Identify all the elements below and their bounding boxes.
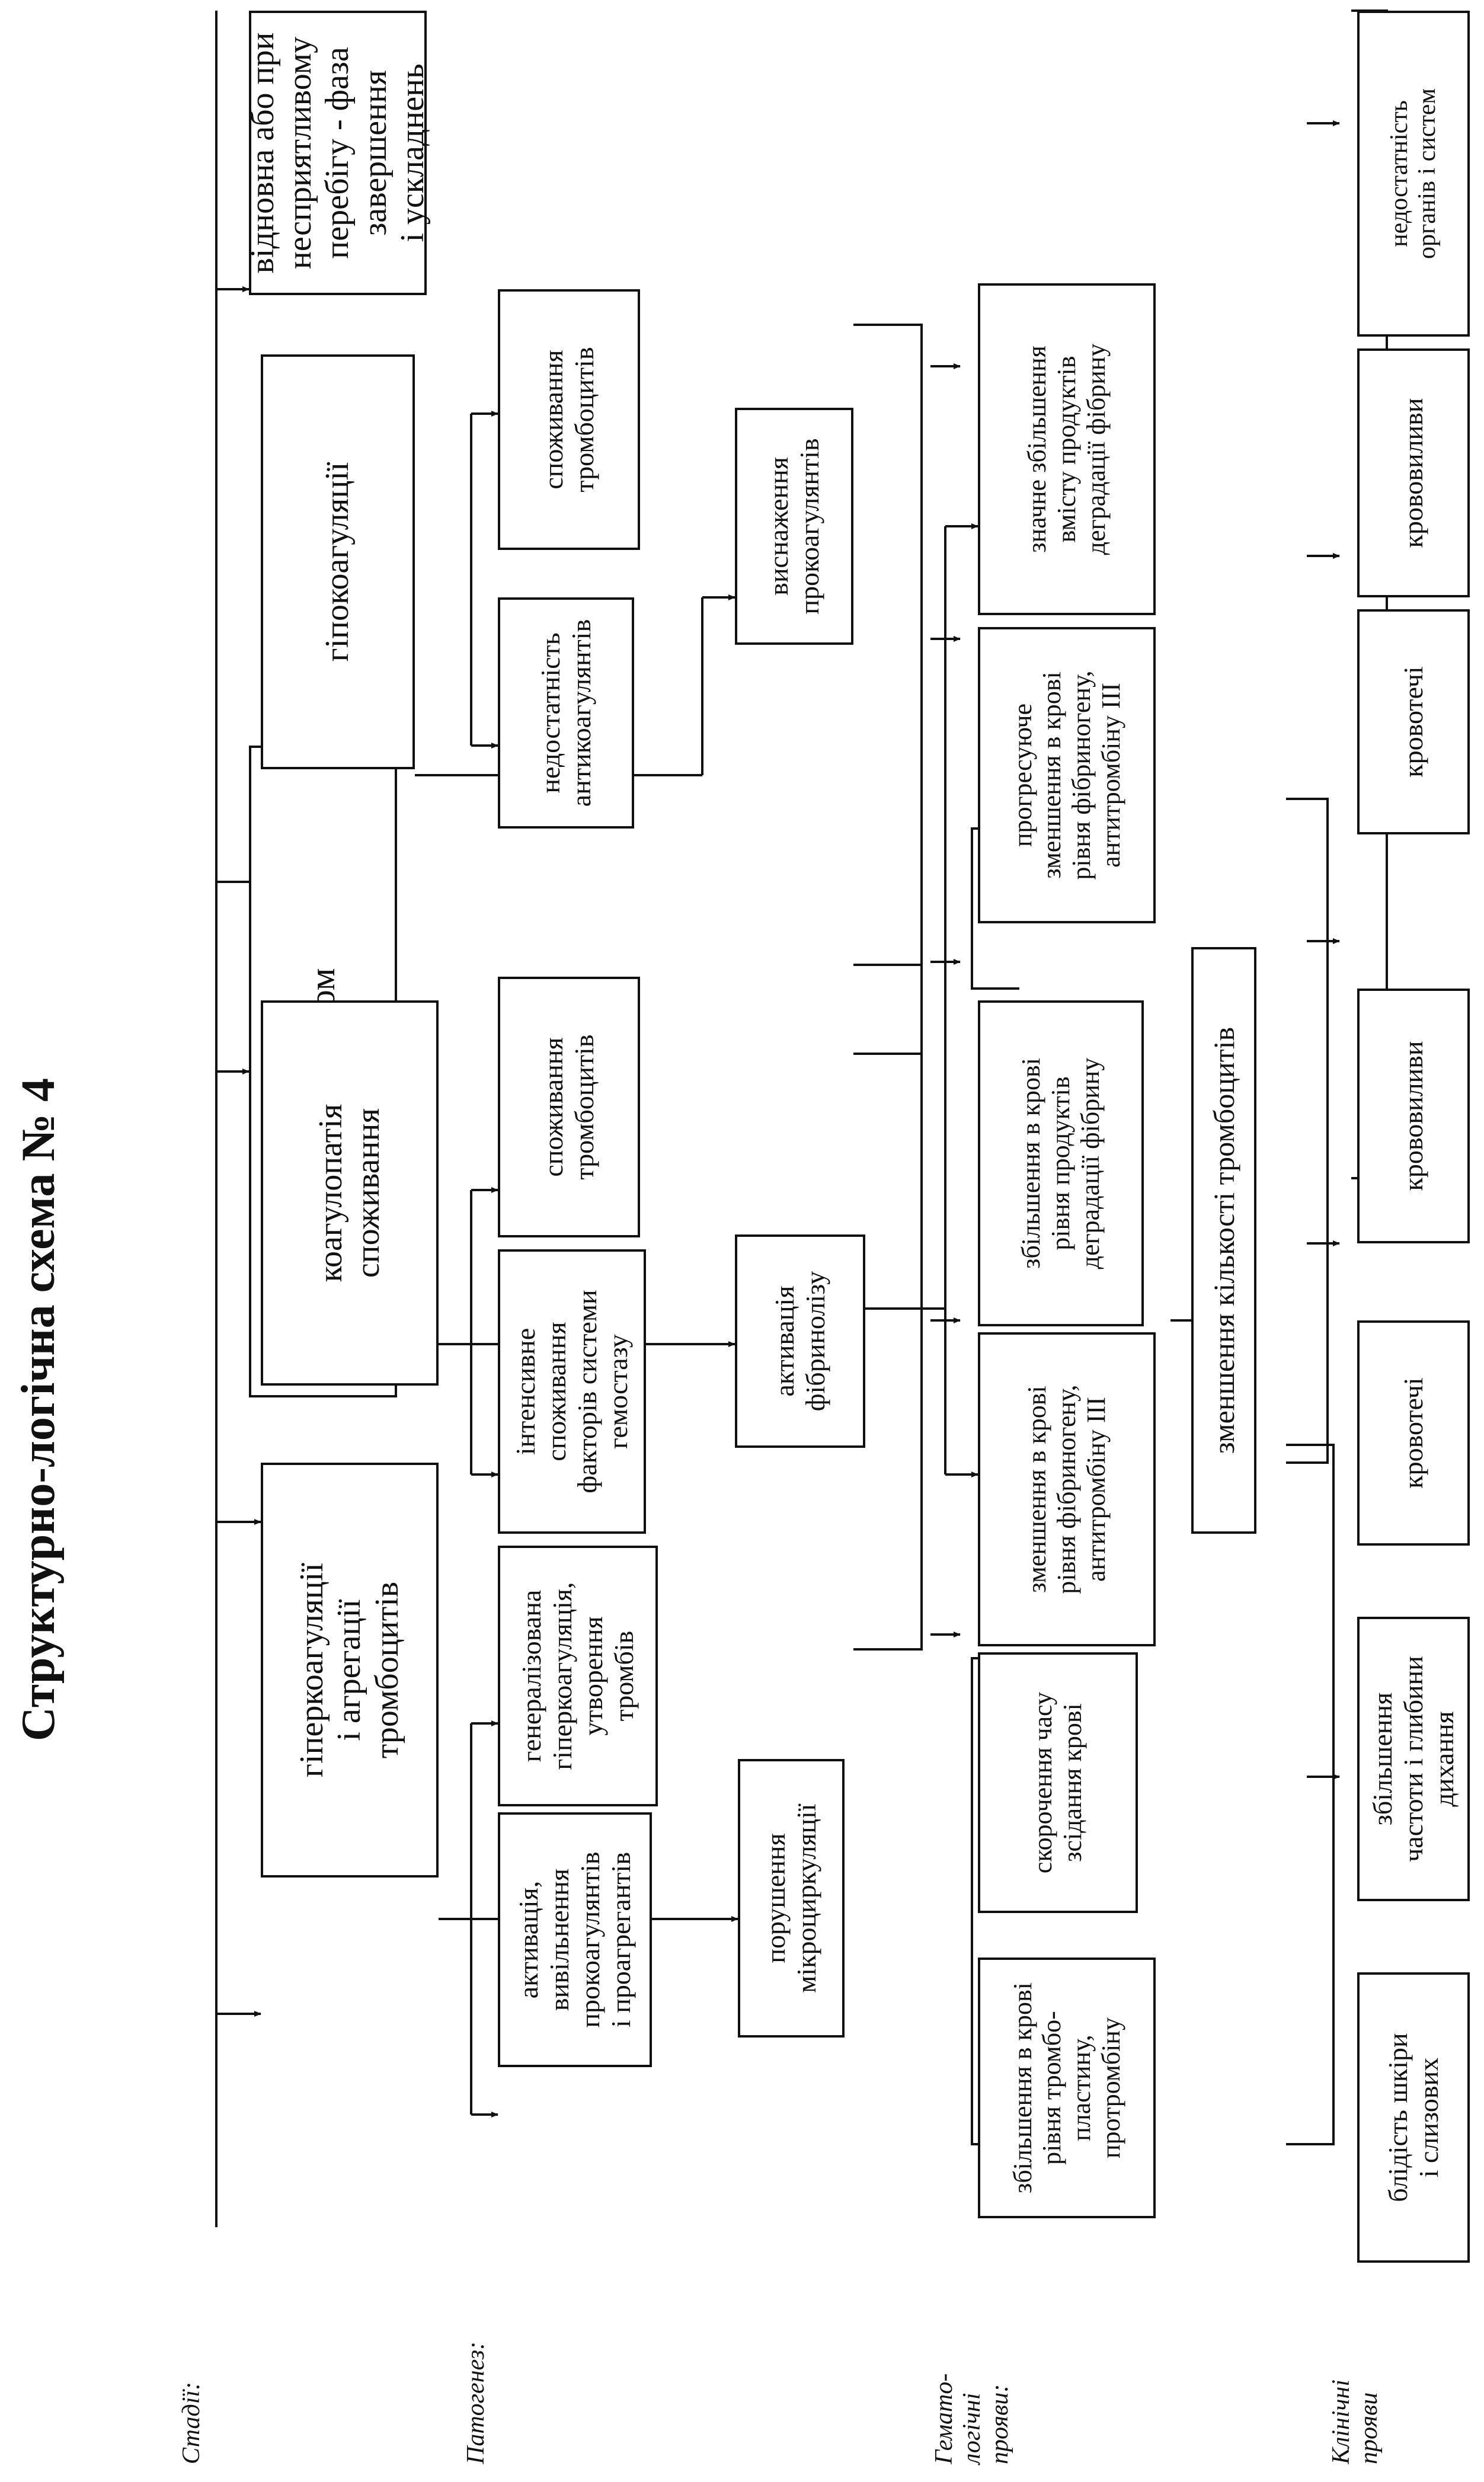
stage-consumption: коагулопатія споживання [261,1000,439,1386]
clinical-hemorrhage-2: крововиливи [1357,348,1470,597]
stage-consumption-text: коагулопатія споживання [312,1104,386,1282]
hemato-platelet-decrease-text: зменшення кількості тромбоцитів [1207,1026,1240,1454]
patho-procoagulant-exhaustion-text: виснаження прокоагулянтів [763,438,824,615]
hemato-platelet-decrease: зменшення кількості тромбоцитів [1191,947,1256,1534]
stage-hypercoagulation-text: гіперкоагуляції і агрегації тромбоцитів [293,1563,405,1777]
clinical-bleeding-1-text: кровотечі [1398,1377,1429,1489]
clinical-bleeding-2: кровотечі [1357,609,1470,834]
hemato-progressive-decrease: прогресуюче зменшення в крові рівня фібр… [978,627,1156,923]
patho-platelet-consumption-2: споживання тромбоцитів [498,289,640,550]
row-label-clinical: Клінічні прояви [1328,2379,1383,2464]
patho-fibrinolysis: активація фібринолізу [735,1234,865,1448]
row-label-hematologic: Гемато- логічні прояви: [930,2373,1014,2464]
patho-platelet-consumption-1-text: споживання тромбоцитів [538,1034,599,1180]
stage-recovery: відновна або при несприятливому перебігу… [244,11,431,295]
clinical-bleeding-1: кровотечі [1357,1320,1470,1546]
row-label-pathogenesis: Патогенез: [462,2342,490,2464]
stage-recovery-text: відновна або при несприятливому перебігу… [244,32,431,274]
stage-hypercoagulation: гіперкоагуляції і агрегації тромбоцитів [261,1463,439,1878]
patho-generalized-hypercoagulation-text: генералізована гіперкоагуляція, утворенн… [516,1582,639,1770]
clinical-pallor-text: блідість шкіри і слизових [1383,2033,1444,2202]
clinical-breathing-text: збільшення частоти і глибини дихання [1367,1656,1459,1862]
hemato-increase-fdp-text: збільшення в крові рівня продуктів дегра… [1016,1057,1105,1269]
hemato-significant-fdp-text: значне збільшення вмісту продуктів дегра… [1022,343,1111,555]
patho-activation-procoagulants-text: активація, вивільнення прокоагулянтів і … [513,1851,636,2028]
patho-microcirculation: порушення мікроциркуляції [738,1759,845,2038]
clinical-hemorrhage-2-text: крововиливи [1398,398,1429,548]
hemato-increase-thromboplastin: збільшення в крові рівня тромбо- пластин… [978,1958,1156,2218]
patho-intensive-consumption-text: інтенсивне споживання факторів системи г… [510,1290,633,1493]
page-title: Структурно-логічна схема № 4 [12,1078,65,1741]
patho-procoagulant-exhaustion: виснаження прокоагулянтів [735,408,853,645]
clinical-organ-failure-text: недостатність органів і систем [1385,88,1441,259]
patho-platelet-consumption-1: споживання тромбоцитів [498,977,640,1237]
row-label-stages: Стадії: [178,2381,205,2464]
hemato-significant-fdp: значне збільшення вмісту продуктів дегра… [978,283,1156,615]
hemato-shortened-clotting-text: скорочення часу зсідання крові [1028,1691,1087,1874]
hemato-decrease-fibrinogen-text: зменшення в крові рівня фібриногену, ант… [1022,1384,1111,1594]
hemato-decrease-fibrinogen: зменшення в крові рівня фібриногену, ант… [978,1332,1156,1646]
clinical-hemorrhage-1: крововиливи [1357,989,1470,1243]
hemato-progressive-decrease-text: прогресуюче зменшення в крові рівня фібр… [1008,670,1125,880]
stage-hypocoagulation: гіпокоагуляції [261,354,415,769]
clinical-organ-failure: недостатність органів і систем [1357,11,1470,337]
patho-intensive-consumption: інтенсивне споживання факторів системи г… [498,1249,646,1534]
patho-activation-procoagulants: активація, вивільнення прокоагулянтів і … [498,1812,652,2067]
hemato-increase-thromboplastin-text: збільшення в крові рівня тромбо- пластин… [1008,1982,1125,2193]
patho-microcirculation-text: порушення мікроциркуляції [760,1803,821,1993]
clinical-pallor: блідість шкіри і слизових [1357,1972,1470,2263]
patho-anticoagulant-insufficiency-text: недостатність антикоагулянтів [535,619,596,807]
clinical-hemorrhage-1-text: крововиливи [1398,1041,1429,1191]
patho-anticoagulant-insufficiency: недостатність антикоагулянтів [498,597,634,829]
clinical-bleeding-2-text: кровотечі [1398,666,1429,778]
patho-fibrinolysis-text: активація фібринолізу [769,1271,830,1412]
patho-generalized-hypercoagulation: генералізована гіперкоагуляція, утворенн… [498,1546,658,1806]
hemato-increase-fdp: збільшення в крові рівня продуктів дегра… [978,1000,1144,1326]
hemato-shortened-clotting: скорочення часу зсідання крові [978,1652,1138,1913]
patho-platelet-consumption-2-text: споживання тромбоцитів [538,347,599,492]
stage-hypocoagulation-text: гіпокоагуляції [319,462,356,662]
clinical-breathing: збільшення частоти і глибини дихання [1357,1617,1470,1901]
